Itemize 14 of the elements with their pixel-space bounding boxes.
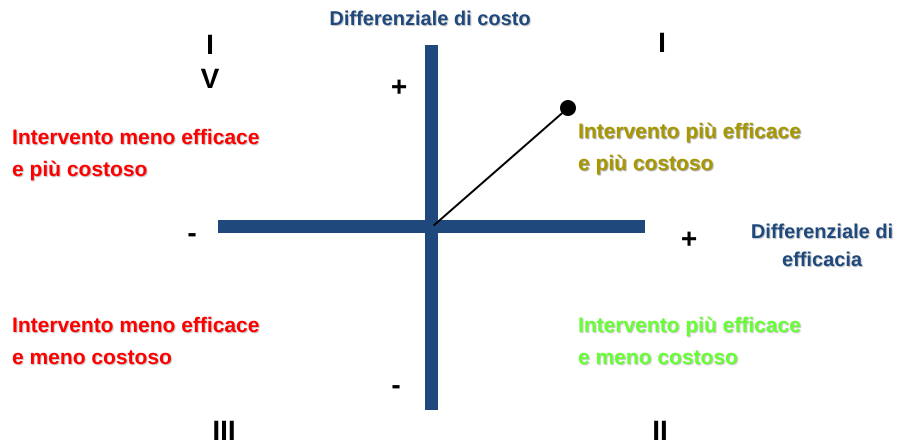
sign-label: + [390, 72, 408, 102]
axis-title: Differenziale di costo [328, 8, 532, 31]
sign-label: - [390, 370, 402, 400]
axis-title: Differenziale di efficacia [750, 220, 894, 273]
quadrant-number: III [211, 416, 237, 445]
quadrant-description: Intervento più efficace e meno costoso [578, 313, 802, 371]
quadrant-description: Intervento meno efficace e più costoso [12, 125, 260, 183]
sign-label: + [680, 224, 698, 254]
quadrant-number: I [657, 28, 667, 58]
quadrant-number: II [651, 416, 669, 445]
quadrant-description: Intervento più efficace e più costoso [578, 119, 802, 177]
quadrant-number: IV [200, 28, 220, 96]
quadrant-description: Intervento meno efficace e meno costoso [12, 313, 260, 371]
sign-label: - [186, 218, 198, 248]
